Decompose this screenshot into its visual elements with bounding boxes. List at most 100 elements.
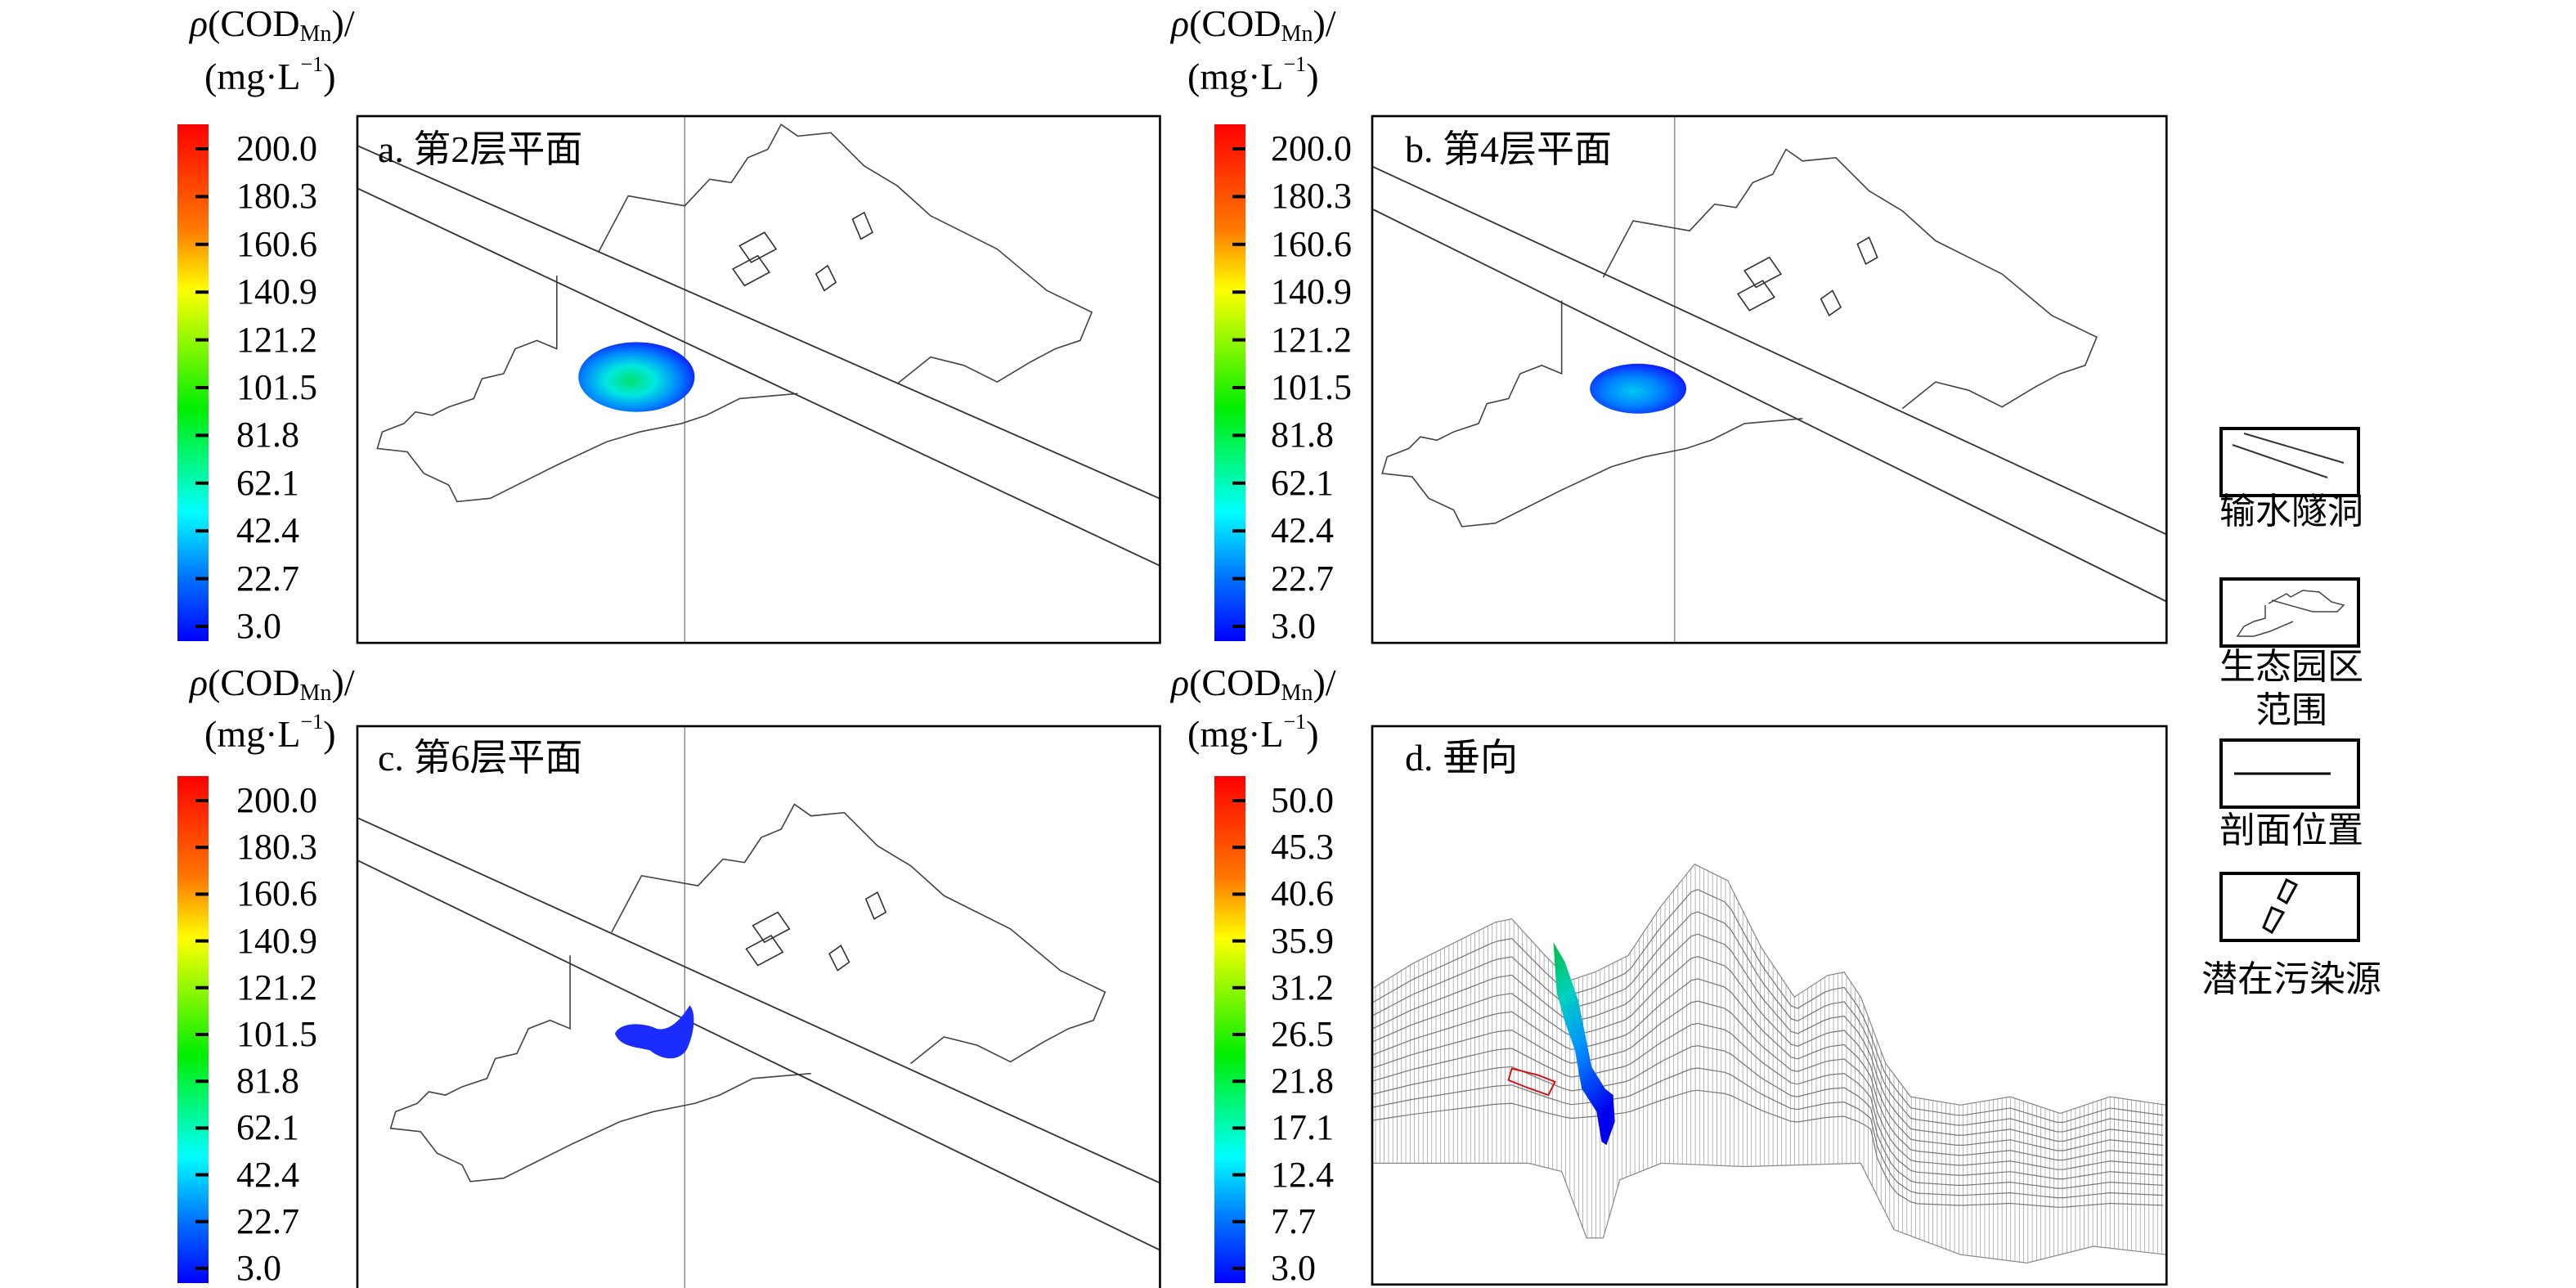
- colorbar-tick-label: 121.2: [236, 319, 317, 360]
- colorbar-tick-label: 140.9: [236, 920, 317, 961]
- cb-title-text: (COD: [208, 662, 300, 703]
- map-features: [389, 803, 1106, 1183]
- colorbar-tick-label: 22.7: [236, 1200, 299, 1241]
- panel-frame: [356, 114, 1161, 644]
- pollution-source: [1743, 256, 1783, 289]
- cb-unit-close: ): [323, 56, 336, 97]
- colorbar-tick-label: 42.4: [236, 1154, 299, 1195]
- colorbar-tick-label: 22.7: [1271, 558, 1334, 599]
- colorbar-tick-label: 101.5: [236, 367, 317, 407]
- tunnel-icon: [2219, 427, 2360, 497]
- pollution-source: [851, 211, 873, 240]
- colorbar-tick-label: 160.6: [1271, 223, 1352, 264]
- colorbar-tick-label: 180.3: [236, 827, 317, 868]
- cb-title-text: (COD: [1189, 2, 1281, 44]
- mesh-layer: [1372, 1000, 2164, 1170]
- colorbar-tick-label: 160.6: [236, 223, 317, 264]
- mesh-layer: [1372, 1045, 2164, 1189]
- map-content: [357, 116, 1160, 644]
- tunnel-wall-lower: [1372, 208, 2167, 603]
- colorbar-b: [1214, 124, 1245, 641]
- panel-b-title: b. 第4层平面: [1405, 128, 1612, 170]
- colorbar-tick-label: 12.4: [1271, 1154, 1334, 1195]
- panel-frame: [1371, 725, 2168, 1286]
- pollution-source: [864, 891, 887, 920]
- park-boundary-south: [1381, 300, 1803, 527]
- pollution-source: [815, 264, 837, 292]
- panel-c-title: c. 第6层平面: [378, 737, 583, 779]
- park-boundary-north: [611, 803, 1106, 1065]
- legend-box: [2219, 427, 2360, 497]
- cb-unit-text: (mg·L: [1187, 56, 1284, 97]
- colorbar-tick-label: 81.8: [1271, 415, 1334, 456]
- cb-unit-sup: −1: [300, 710, 324, 734]
- cb-title-text: (COD: [1189, 662, 1281, 703]
- mesh-top: [1372, 863, 2167, 1115]
- colorbar-tick-label: 3.0: [1271, 1248, 1316, 1288]
- colorbar-tick-label: 81.8: [236, 1061, 299, 1102]
- colorbar-unit-a: (mg·L−1): [204, 54, 336, 96]
- source-rect: [2262, 906, 2286, 935]
- pollution-source: [1820, 289, 1842, 317]
- mesh-layer: [1372, 978, 2164, 1161]
- colorbar-tick-label: 62.1: [236, 1107, 299, 1148]
- cb-title-text: (COD: [208, 2, 300, 44]
- park-boundary-north: [597, 123, 1093, 384]
- cb-unit-sup: −1: [1283, 710, 1307, 734]
- colorbar-title-d: ρ(CODMn)/: [1171, 664, 1336, 705]
- pollution-source: [828, 945, 850, 972]
- pollution-source: [738, 231, 778, 263]
- legend-label-profile: 剖面位置: [2219, 810, 2363, 850]
- colorbar-tick-label: 101.5: [1271, 367, 1352, 407]
- rho-symbol: ρ: [190, 662, 209, 703]
- cb-title-close: )/: [331, 662, 355, 703]
- colorbar-tick-label: 62.1: [236, 462, 299, 503]
- colorbar-title-a: ρ(CODMn)/: [190, 5, 355, 46]
- legend-box: [2219, 577, 2360, 648]
- colorbar-title-c: ρ(CODMn)/: [190, 664, 355, 705]
- legend-box: [2219, 872, 2360, 942]
- colorbar-tick-label: 21.8: [1271, 1061, 1334, 1102]
- map-panel-a: [356, 114, 1161, 644]
- tunnel-wall-upper: [357, 816, 1160, 1184]
- mesh-layer: [1372, 955, 2164, 1151]
- park-south: [2236, 605, 2294, 637]
- legend-label-line: 生态园区: [2219, 647, 2363, 687]
- cb-unit-sup: −1: [300, 52, 324, 76]
- cb-title-close: )/: [1313, 662, 1336, 703]
- colorbar-tick-label: 140.9: [1271, 272, 1352, 312]
- colorbar-unit-b: (mg·L−1): [1187, 54, 1319, 96]
- pollution-source: [745, 934, 784, 967]
- park-boundary-south: [376, 276, 798, 503]
- cb-title-sub: Mn: [1281, 21, 1313, 47]
- cb-unit-close: ): [1306, 56, 1319, 97]
- pollution-plume: [578, 342, 695, 412]
- cb-title-close: )/: [331, 2, 355, 44]
- cb-unit-close: ): [1306, 713, 1319, 755]
- legend-label-park-boundary: 生态园区范围: [2193, 646, 2390, 733]
- source-rect: [2277, 877, 2299, 905]
- pollution-source: [732, 254, 771, 287]
- mesh-layer: [1372, 933, 2164, 1142]
- colorbar-tick-label: 200.0: [236, 128, 317, 168]
- colorbar-tick-label: 45.3: [1271, 827, 1334, 868]
- rho-symbol: ρ: [1171, 2, 1190, 44]
- cb-title-sub: Mn: [299, 21, 332, 47]
- pollution-plume: [614, 1005, 694, 1059]
- colorbar-unit-d: (mg·L−1): [1187, 711, 1319, 753]
- colorbar-tick-label: 62.1: [1271, 462, 1334, 503]
- mesh-bottom: [1372, 1162, 2167, 1263]
- colorbar-tick-label: 200.0: [1271, 128, 1352, 168]
- colorbar-tick-label: 50.0: [1271, 780, 1334, 820]
- colorbar-c: [177, 776, 209, 1283]
- colorbar-tick-label: 81.8: [236, 415, 299, 456]
- cb-unit-text: (mg·L: [204, 713, 301, 755]
- cb-unit-text: (mg·L: [1187, 713, 1284, 755]
- park-north: [2268, 590, 2345, 613]
- colorbar-tick-label: 3.0: [236, 606, 281, 646]
- panel-frame: [1371, 114, 2168, 644]
- panel-a-title: a. 第2层平面: [378, 128, 583, 170]
- mesh-layer: [1372, 1022, 2164, 1180]
- colorbar-tick-label: 121.2: [236, 967, 317, 1008]
- pollution-plume: [1590, 363, 1687, 414]
